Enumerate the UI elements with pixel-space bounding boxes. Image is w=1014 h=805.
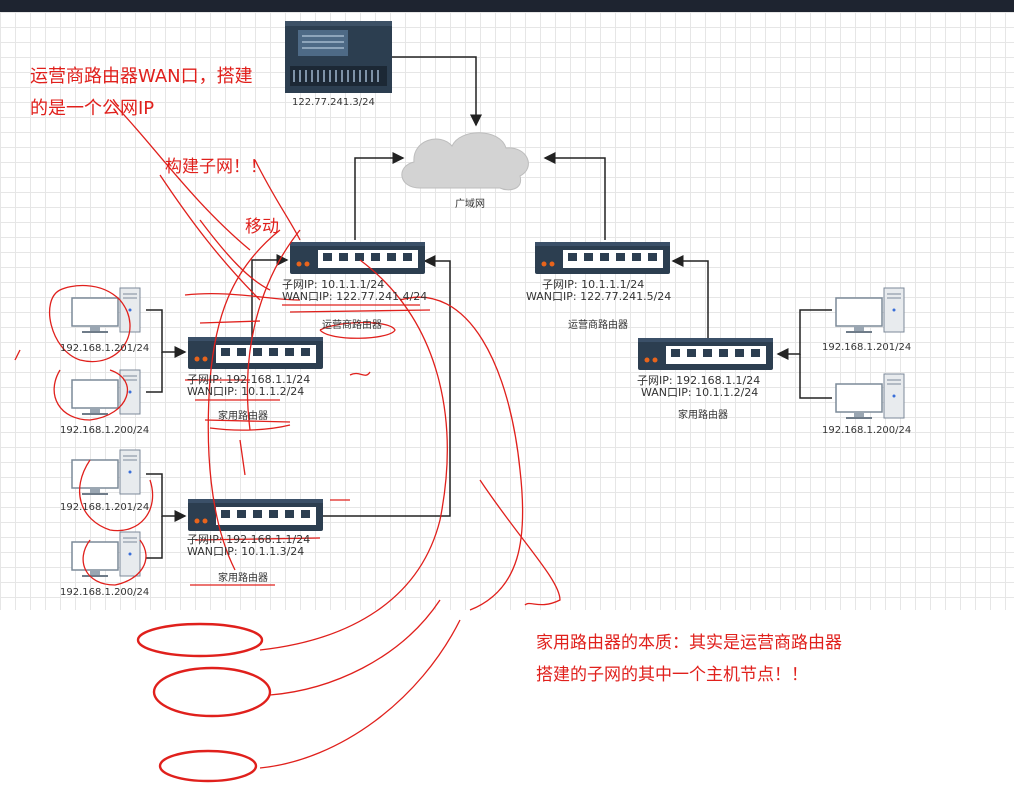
home-router-left-1-subnet: 子网IP: 192.168.1.1/24 xyxy=(187,373,311,386)
server-icon xyxy=(285,21,392,93)
pc-left-1-ip: 192.168.1.201/24 xyxy=(60,343,150,354)
annotation-wan-note-2: 的是一个公网IP xyxy=(30,98,155,119)
cloud-label: 广域网 xyxy=(455,199,485,210)
isp-router-left xyxy=(290,242,425,274)
annotation-mobile-note: 移动 xyxy=(245,217,279,237)
cloud-icon xyxy=(401,132,529,191)
annotation-essence-1: 家用路由器的本质：其实是运营商路由器 xyxy=(536,633,842,653)
home-router-right-name: 家用路由器 xyxy=(678,410,728,421)
annotation-subnet-note: 构建子网！！ xyxy=(165,157,267,177)
home-router-left-2-name: 家用路由器 xyxy=(218,573,268,584)
home-router-right-subnet: 子网IP: 192.168.1.1/24 xyxy=(637,374,761,387)
pc-right-1 xyxy=(835,287,905,334)
connectors xyxy=(146,56,832,559)
pc-right-1-ip: 192.168.1.201/24 xyxy=(822,342,912,353)
window-top-bar xyxy=(0,0,1014,12)
isp-router-right-wan: WAN口IP: 122.77.241.5/24 xyxy=(526,290,672,303)
pc-left-3 xyxy=(71,449,141,496)
pc-left-4-ip: 192.168.1.200/24 xyxy=(60,587,150,598)
pc-left-2 xyxy=(71,369,141,416)
isp-router-left-subnet: 子网IP: 10.1.1.1/24 xyxy=(282,278,385,291)
isp-router-right-name: 运营商路由器 xyxy=(568,320,628,331)
home-router-left-1 xyxy=(188,337,323,369)
annotation-wan-note-1: 运营商路由器WAN口，搭建 xyxy=(30,66,253,87)
home-router-left-1-wan: WAN口IP: 10.1.1.2/24 xyxy=(187,385,305,398)
server-ip-label: 122.77.241.3/24 xyxy=(292,97,375,108)
isp-router-left-name: 运营商路由器 xyxy=(322,320,382,331)
pc-right-2 xyxy=(835,373,905,420)
home-router-left-2-subnet: 子网IP: 192.168.1.1/24 xyxy=(187,533,311,546)
annotation-essence-2: 搭建的子网的其中一个主机节点！！ xyxy=(536,665,808,685)
pc-right-2-ip: 192.168.1.200/24 xyxy=(822,425,912,436)
home-router-left-1-name: 家用路由器 xyxy=(218,411,268,422)
home-router-right-wan: WAN口IP: 10.1.1.2/24 xyxy=(641,386,759,399)
home-router-left-2-wan: WAN口IP: 10.1.1.3/24 xyxy=(187,545,305,558)
isp-router-left-wan: WAN口IP: 122.77.241.4/24 xyxy=(282,290,428,303)
isp-router-right xyxy=(535,242,670,274)
pc-left-4 xyxy=(71,531,141,578)
pc-left-3-ip: 192.168.1.201/24 xyxy=(60,502,150,513)
home-router-right xyxy=(638,338,773,370)
home-router-left-2 xyxy=(188,499,323,531)
handwritten-marks xyxy=(14,99,561,783)
pc-left-2-ip: 192.168.1.200/24 xyxy=(60,425,150,436)
isp-router-right-subnet: 子网IP: 10.1.1.1/24 xyxy=(542,278,645,291)
